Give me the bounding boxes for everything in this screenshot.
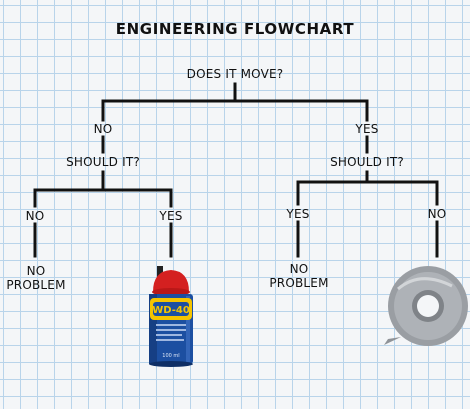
can-cap <box>153 270 189 292</box>
can-base <box>149 361 193 367</box>
result-line: PROBLEM <box>6 278 66 292</box>
can-highlight <box>186 296 190 362</box>
tape-shine <box>397 277 453 291</box>
node-left-right-yes: YES <box>159 209 183 223</box>
result-line: PROBLEM <box>269 276 329 290</box>
node-right-right-no: NO <box>427 207 447 221</box>
node-left-no: NO <box>93 122 113 136</box>
can-brand-text: WD-40 <box>152 305 190 316</box>
can-logo-oval <box>153 302 189 316</box>
result-right-no-problem: NO PROBLEM <box>269 262 328 290</box>
node-right-left-yes: YES <box>286 207 310 221</box>
can-shadow <box>149 294 157 364</box>
result-line: NO <box>289 262 309 276</box>
node-left-left-no: NO <box>25 209 45 223</box>
node-right-yes: YES <box>355 122 379 136</box>
can-print-line <box>156 339 184 341</box>
node-root-question: DOES IT MOVE? <box>186 67 284 81</box>
page-title: ENGINEERING FLOWCHART <box>115 20 355 38</box>
can-size-text: 100 ml <box>162 353 179 359</box>
node-left-should-it: SHOULD IT? <box>66 155 140 169</box>
can-print-line <box>156 324 186 326</box>
duct-tape-icon <box>384 266 468 346</box>
can-print-line <box>156 334 182 336</box>
result-left-no-problem: NO PROBLEM <box>6 264 65 292</box>
tape-hole <box>417 295 439 317</box>
result-line: NO <box>26 264 46 278</box>
can-print-line <box>156 329 186 331</box>
tape-strip <box>384 337 401 345</box>
wd40-can-icon: WD-40 100 ml <box>149 266 193 367</box>
node-right-should-it: SHOULD IT? <box>330 155 404 169</box>
